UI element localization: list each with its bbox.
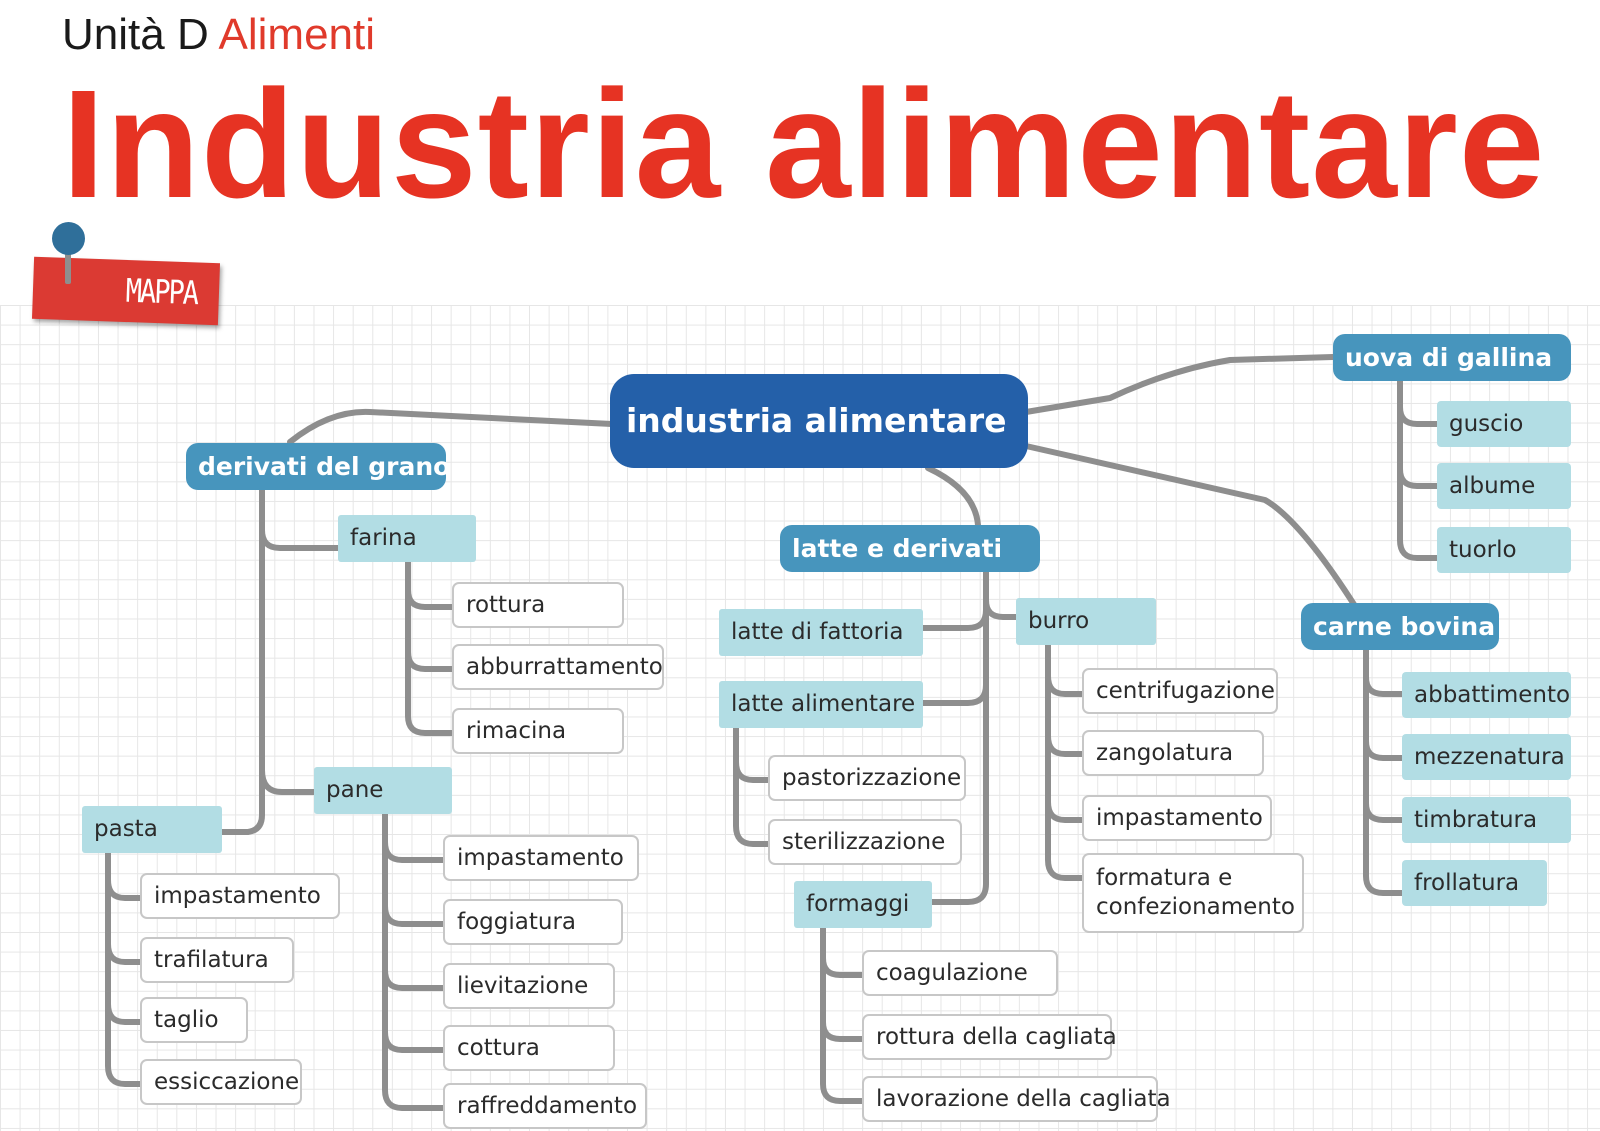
- leaf-farina-rimacina: rimacina: [452, 708, 624, 754]
- link-pasta-items: [105, 849, 143, 1087]
- page-title: Industria alimentare: [62, 58, 1546, 230]
- link-burro-items: [1045, 641, 1085, 881]
- link-carne-items: [1363, 646, 1405, 896]
- leaf-pasta-trafilatura: trafilatura: [140, 937, 294, 983]
- leaf-latte-pastorizzazione: pastorizzazione: [768, 755, 966, 801]
- category-derivati-del-grano: derivati del grano: [186, 443, 450, 490]
- leaf-pasta-essiccazione: essiccazione: [140, 1059, 302, 1105]
- leaf-farina-rottura: rottura: [452, 582, 624, 628]
- leaf-burro-impastamento: impastamento: [1082, 795, 1272, 841]
- category-latte-e-derivati: latte e derivati: [780, 525, 1040, 572]
- leaf-uova-tuorlo: tuorlo: [1437, 527, 1571, 573]
- leaf-formaggi-rottura-della-cagliata: rottura della cagliata: [862, 1014, 1117, 1060]
- leaf-carne-timbratura: timbratura: [1402, 797, 1571, 843]
- link-latte-burro: [983, 597, 1019, 620]
- link-grano-farina: [259, 527, 341, 551]
- leaf-formaggi-coagulazione: coagulazione: [862, 950, 1058, 996]
- leaf-carne-frollatura: frollatura: [1402, 860, 1547, 906]
- unit-heading: Unità D Alimenti: [62, 10, 375, 60]
- link-pane-items: [382, 811, 446, 1111]
- link-grano-spine: [219, 485, 265, 835]
- link-alimentare-items: [733, 721, 771, 847]
- leaf-carne-abbattimento: abbattimento: [1402, 672, 1571, 718]
- subcategory-burro: burro: [1016, 598, 1156, 645]
- link-latte-alimentare: [920, 682, 989, 706]
- leaf-burro-formatura-line1: formatura e: [1096, 865, 1233, 892]
- leaf-burro-formatura-line2: confezionamento: [1096, 894, 1295, 920]
- subcategory-latte-alimentare: latte alimentare: [719, 681, 923, 728]
- category-uova-di-gallina: uova di gallina: [1333, 334, 1571, 381]
- leaf-uova-guscio: guscio: [1437, 401, 1571, 447]
- leaf-pane-impastamento: impastamento: [443, 835, 639, 881]
- link-grano-pane: [259, 767, 317, 795]
- link-latte-fattoria: [920, 607, 989, 631]
- category-carne-bovina: carne bovina: [1301, 603, 1499, 650]
- leaf-uova-albume: albume: [1437, 463, 1571, 509]
- link-latte-spine: [929, 568, 989, 905]
- leaf-pane-lievitazione: lievitazione: [443, 963, 615, 1009]
- leaf-farina-abburrattamento: abburrattamento: [452, 644, 664, 690]
- subcategory-farina: farina: [338, 515, 476, 562]
- subcategory-pane: pane: [314, 767, 452, 814]
- link-root-uova: [1023, 354, 1336, 415]
- leaf-burro-formatura-e-confezionamento: formatura e confezionamento: [1082, 853, 1304, 933]
- leaf-formaggi-lavorazione-della-cagliata: lavorazione della cagliata: [862, 1076, 1171, 1122]
- pushpin-icon: [52, 222, 85, 255]
- leaf-pane-cottura: cottura: [443, 1025, 615, 1071]
- link-formaggi-items: [820, 922, 865, 1104]
- leaf-pasta-taglio: taglio: [140, 997, 248, 1043]
- leaf-pasta-impastamento: impastamento: [140, 873, 340, 919]
- link-uova-items: [1397, 377, 1440, 561]
- root-node: industria alimentare: [610, 374, 1028, 468]
- subcategory-latte-di-fattoria: latte di fattoria: [719, 609, 923, 656]
- link-farina-items: [405, 559, 455, 736]
- link-root-carne: [1023, 443, 1358, 609]
- subcategory-formaggi: formaggi: [794, 881, 932, 928]
- subcategory-pasta: pasta: [82, 806, 222, 853]
- leaf-burro-centrifugazione: centrifugazione: [1082, 668, 1278, 714]
- unit-name: Alimenti: [218, 10, 376, 59]
- leaf-carne-mezzenatura: mezzenatura: [1402, 734, 1571, 780]
- leaf-pane-foggiatura: foggiatura: [443, 899, 623, 945]
- leaf-burro-zangolatura: zangolatura: [1082, 730, 1264, 776]
- pushpin-stem: [65, 240, 71, 284]
- link-root-grano: [287, 408, 615, 445]
- leaf-latte-sterilizzazione: sterilizzazione: [768, 819, 962, 865]
- unit-prefix: Unità D: [62, 10, 209, 59]
- link-root-latte: [925, 465, 981, 528]
- leaf-pane-raffreddamento: raffreddamento: [443, 1083, 647, 1129]
